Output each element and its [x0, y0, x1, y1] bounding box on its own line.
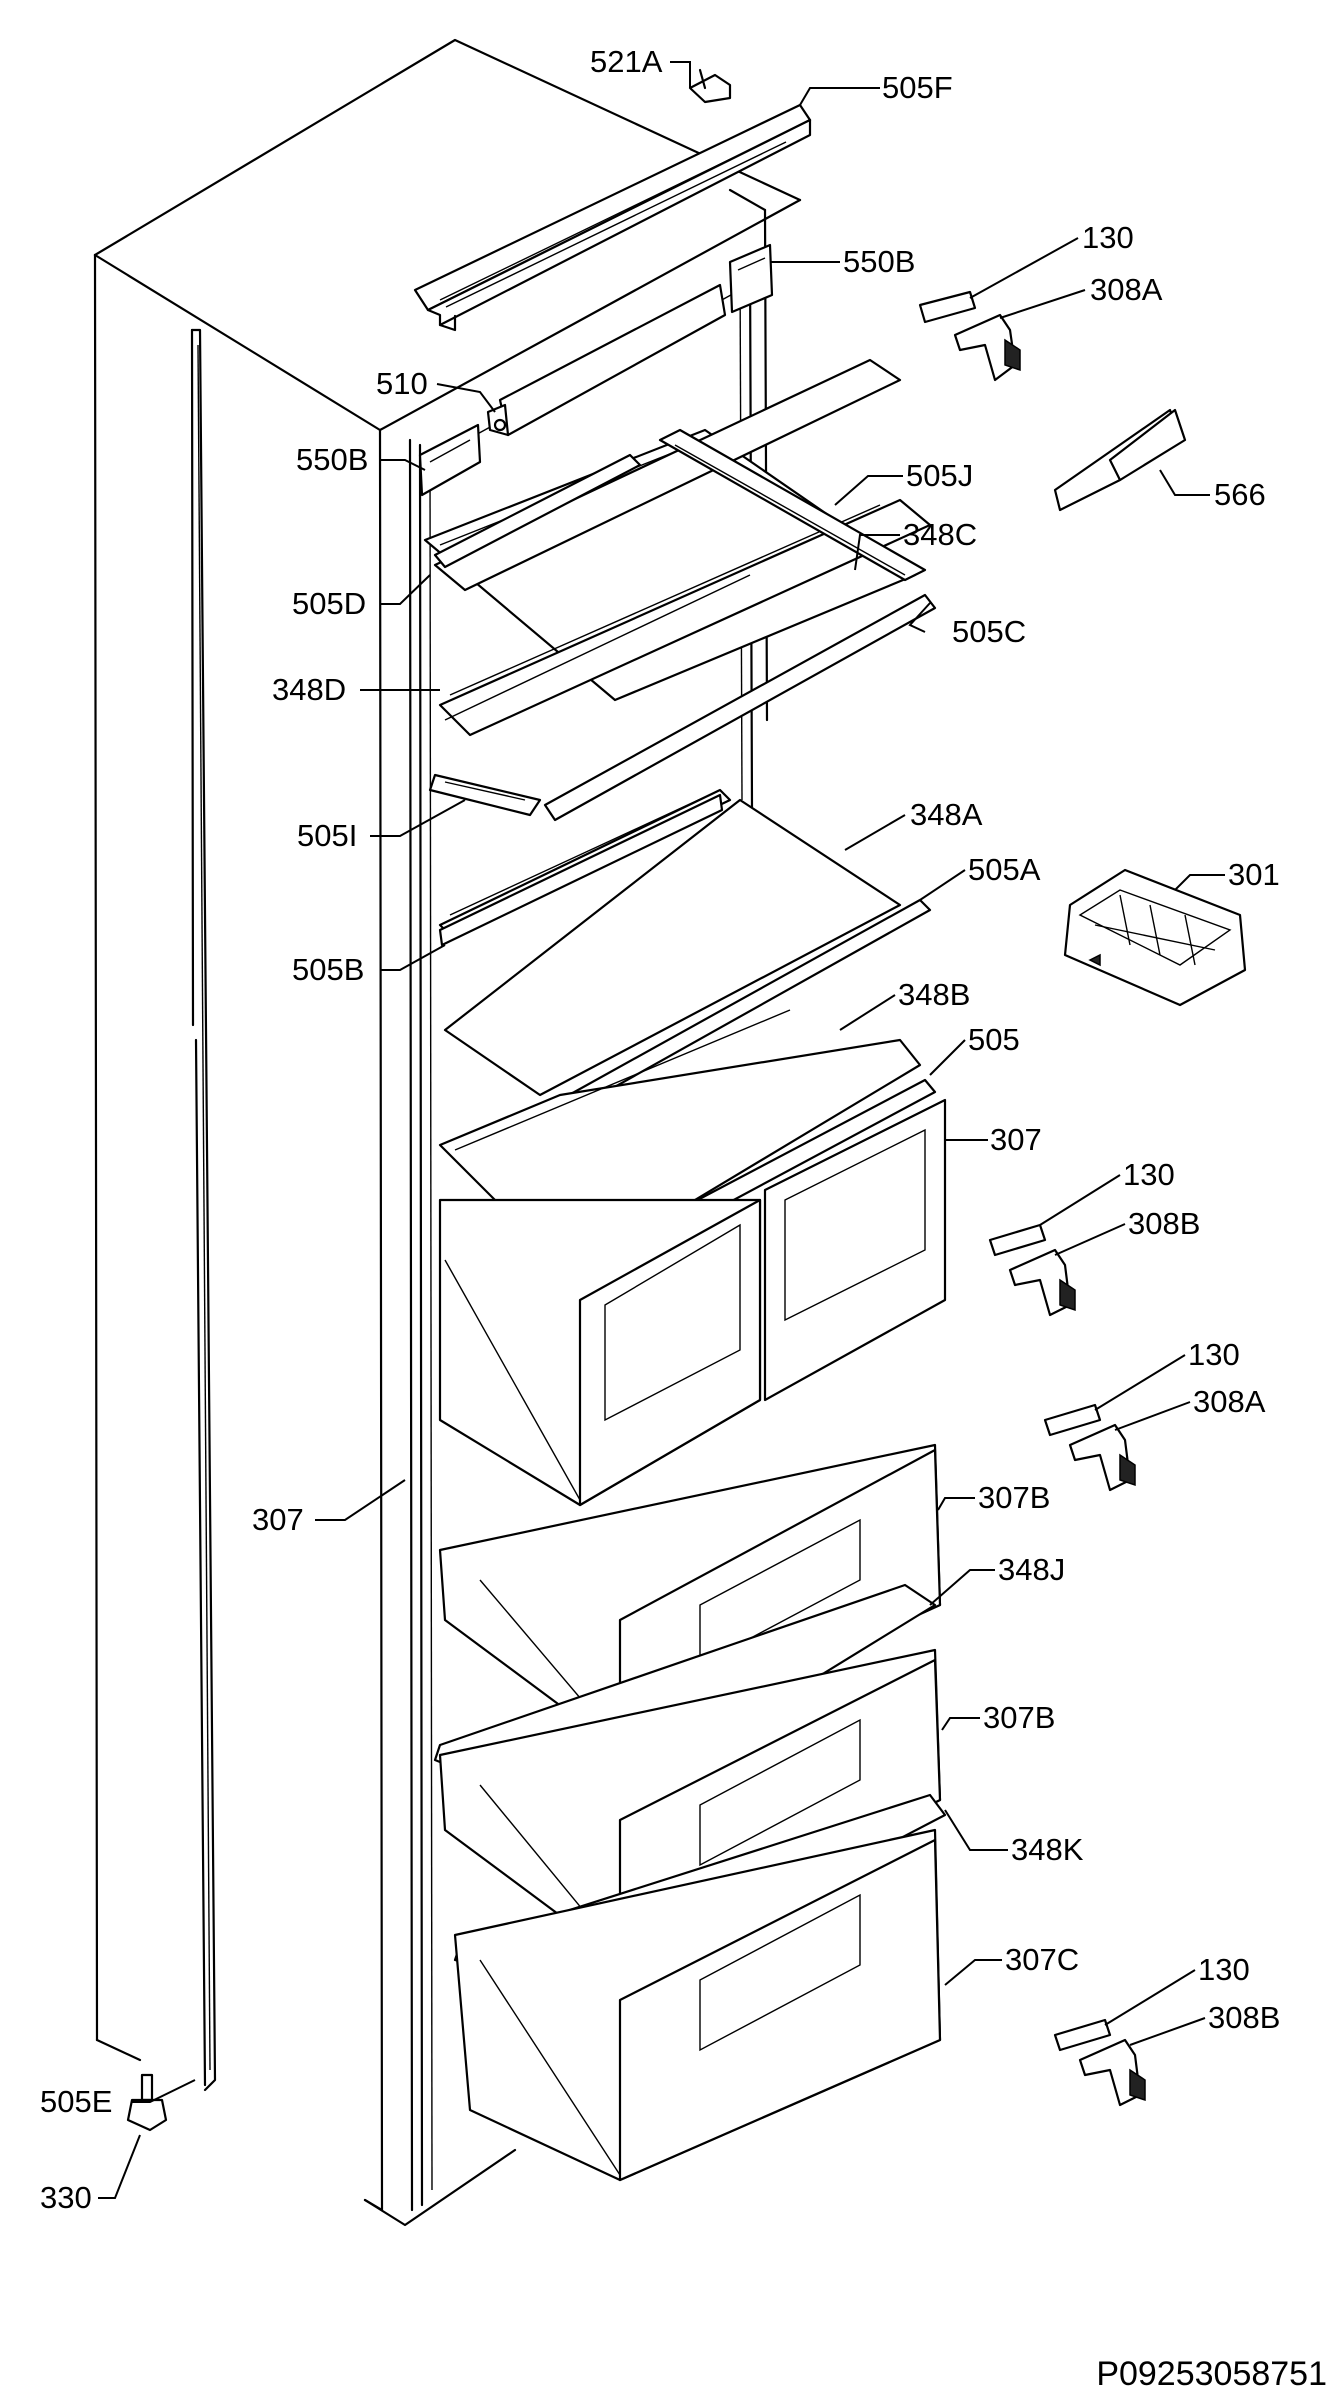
cover-550b-left: [418, 423, 482, 497]
label-307b-1: 307B: [978, 1480, 1050, 1515]
label-505b: 505B: [292, 952, 364, 987]
label-307c: 307C: [1005, 1942, 1079, 1977]
hinge-set-4: [1053, 2018, 1146, 2107]
label-308b-2: 308B: [1208, 2000, 1280, 2035]
hinge-set-3: [1043, 1403, 1136, 1492]
shelf-trim-505b: [438, 793, 724, 947]
label-505j: 505J: [906, 458, 973, 493]
label-308b-1: 308B: [1128, 1206, 1200, 1241]
top-trim-505f: [413, 103, 812, 332]
label-130-1: 130: [1082, 220, 1134, 255]
label-130-3: 130: [1188, 1337, 1240, 1372]
label-510: 510: [376, 366, 428, 401]
leveling-foot-330: [126, 2073, 168, 2132]
label-505: 505: [968, 1022, 1020, 1057]
label-521a: 521A: [590, 44, 663, 79]
label-348b: 348B: [898, 977, 970, 1012]
label-505c: 505C: [952, 614, 1026, 649]
light-unit-510: [486, 283, 727, 437]
label-330: 330: [40, 2180, 92, 2215]
label-348d: 348D: [272, 672, 346, 707]
part-labels: 521A 505F 550B 130 308A 510 550B 505J 56…: [40, 44, 1280, 2215]
hinge-set-2: [988, 1223, 1076, 1317]
label-505a: 505A: [968, 852, 1041, 887]
label-505i: 505I: [297, 818, 357, 853]
label-550b-left: 550B: [296, 442, 368, 477]
ice-tray-301: [1063, 868, 1247, 1007]
shelf-trim-505i: [428, 773, 542, 817]
label-550b-top: 550B: [843, 244, 915, 279]
label-505e: 505E: [40, 2084, 112, 2119]
label-130-2: 130: [1123, 1157, 1175, 1192]
label-566: 566: [1214, 477, 1266, 512]
hinge-set-1: [918, 290, 1021, 382]
label-505f: 505F: [882, 70, 953, 105]
label-307-left: 307: [252, 1502, 304, 1537]
label-301: 301: [1228, 857, 1280, 892]
shelf-trim-505d: [433, 453, 642, 569]
cover-550b-top: [728, 243, 774, 314]
label-348c: 348C: [903, 517, 977, 552]
label-505d: 505D: [292, 586, 366, 621]
hinge-cover-521a: [688, 68, 732, 104]
label-307b-2: 307B: [983, 1700, 1055, 1735]
shelf-trim-505c: [543, 593, 937, 822]
label-308a-1: 308A: [1090, 272, 1163, 307]
label-307-right: 307: [990, 1122, 1042, 1157]
drawer-307-right: [763, 1098, 947, 1402]
drawer-307-left: [438, 1198, 762, 1507]
label-348a: 348A: [910, 797, 983, 832]
drawing-reference-code: P09253058751: [1096, 2355, 1327, 2393]
label-348k: 348K: [1011, 1832, 1084, 1867]
drawer-307c: [453, 1828, 942, 2182]
shelf-348d: [438, 498, 932, 737]
leader-lines: [98, 61, 1225, 2199]
door-seal-505e: [190, 328, 217, 2092]
label-308a-2: 308A: [1193, 1384, 1266, 1419]
label-348j: 348J: [998, 1552, 1065, 1587]
label-130-4: 130: [1198, 1952, 1250, 1987]
scraper-566: [1053, 408, 1187, 512]
